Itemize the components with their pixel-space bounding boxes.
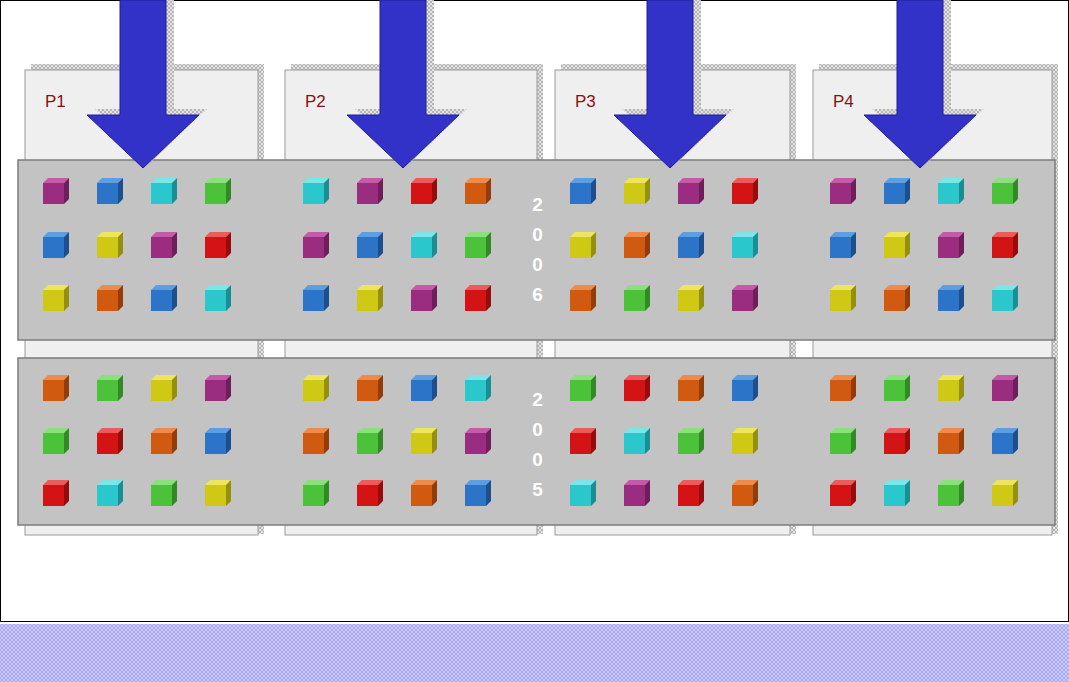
year-band: 2006 <box>18 160 1055 340</box>
processor-column: P1 <box>25 70 258 535</box>
processor-label: P4 <box>833 92 854 112</box>
processor-label: P2 <box>305 92 326 112</box>
processor-column: P4 <box>813 70 1052 535</box>
year-label: 2005 <box>531 385 544 505</box>
year-label: 2006 <box>531 190 544 310</box>
processor-column: P2 <box>285 70 537 535</box>
year-band: 2005 <box>18 358 1055 525</box>
processor-column: P3 <box>555 70 790 535</box>
processor-label: P3 <box>575 92 596 112</box>
processor-label: P1 <box>45 92 66 112</box>
